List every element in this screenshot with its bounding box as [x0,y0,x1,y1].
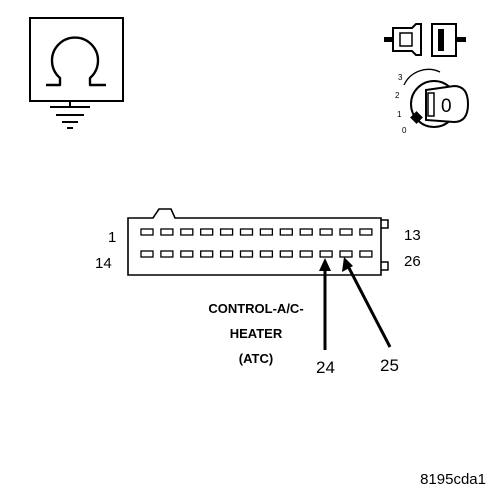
probe-lead-pin-24 [319,258,331,350]
pin-cavity-25 [359,250,373,258]
ignition-position-1: 1 [397,110,402,119]
pin-cavity-7 [259,228,274,236]
pin-label-26: 26 [404,253,421,270]
ignition-selected-position: 0 [441,96,452,117]
pin-cavity-16 [180,250,194,258]
pin-cavity-1 [140,228,154,236]
pin-cavity-18 [219,250,234,258]
probe-lead-pin-25 [342,257,392,348]
ohmmeter-icon [29,17,124,129]
probed-pin-24-label: 24 [316,358,335,377]
ignition-key-icon: 3 2 1 0 0 [395,68,470,135]
pin-cavity-17 [200,250,214,258]
pin-cavity-24 [339,250,353,258]
pin-cavity-3 [180,228,194,236]
ignition-position-0: 0 [402,126,407,135]
connector-name-line-3: (ATC) [239,351,273,366]
pin-cavity-20 [259,250,274,258]
pin-cavity-19 [239,250,254,258]
ignition-position-3: 3 [398,73,403,82]
pin-cavity-10 [319,228,333,236]
pin-cavity-23 [319,250,333,258]
pin-cavity-12 [359,228,373,236]
ignition-position-2: 2 [395,91,400,100]
pin-cavity-15 [160,250,174,258]
pin-cavity-6 [239,228,254,236]
pin-cavity-11 [339,228,353,236]
connector-body [127,208,389,276]
pin-cavity-9 [299,228,313,236]
connector-pins-bottom-row [140,250,373,258]
pin-cavity-21 [279,250,293,258]
pin-cavity-14 [140,250,154,258]
connector-pins-top-row [140,228,373,236]
probed-pin-25-label: 25 [380,356,399,375]
connector-name-line-1: CONTROL-A/C- [208,301,303,316]
unplugged-connector-icon [384,23,466,57]
ohm-symbol-icon [46,36,106,87]
pin-cavity-2 [160,228,174,236]
pin-label-14: 14 [95,255,112,272]
pin-cavity-5 [219,228,234,236]
pin-cavity-4 [200,228,214,236]
connector-name-line-2: HEATER [230,326,283,341]
pin-label-1: 1 [108,229,116,246]
ground-icon [50,101,90,129]
figure-id: 8195cda1 [420,471,486,488]
pin-cavity-22 [299,250,313,258]
pin-label-13: 13 [404,227,421,244]
pin-cavity-8 [279,228,293,236]
